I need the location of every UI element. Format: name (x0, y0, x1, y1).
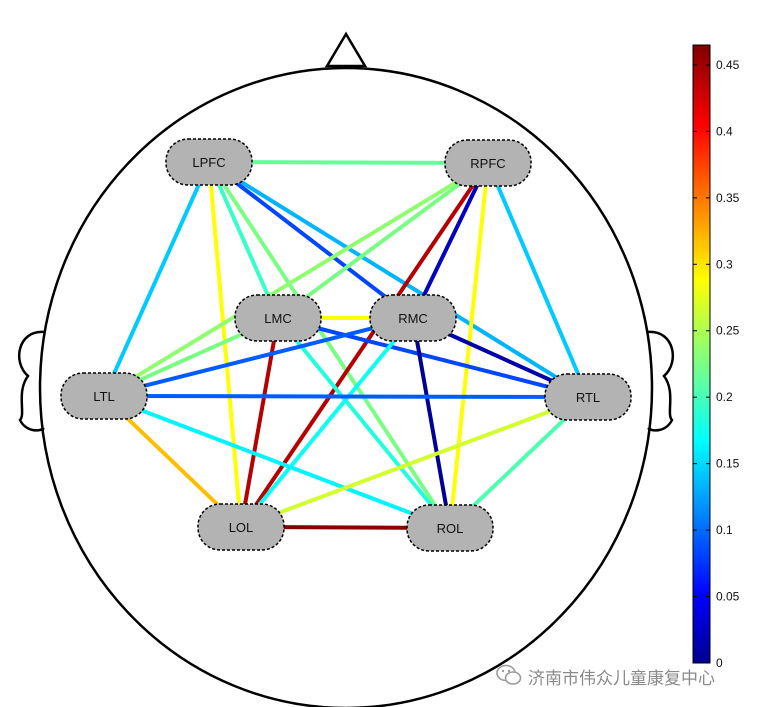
node-lol: LOL (197, 503, 285, 551)
node-ltl: LTL (60, 372, 148, 420)
node-rpfc: RPFC (444, 139, 532, 187)
edge-rmc-ltl (103, 316, 414, 398)
colorbar-tick-label: 0 (716, 656, 723, 670)
edge-lpfc-rtl (207, 160, 590, 399)
node-rol: ROL (406, 504, 494, 552)
node-box (406, 504, 494, 552)
edge-rmc-rol (411, 317, 452, 529)
edge-ltl-rtl (103, 394, 589, 399)
node-box (444, 139, 532, 187)
edge-lpfc-ltl (102, 161, 211, 397)
node-box (234, 294, 322, 342)
edge-lmc-lol (239, 317, 280, 528)
region-nodes: LPFC RPFC LMC RMC LTL RTL LOL ROL (60, 138, 632, 552)
colorbar-tick-label: 0.4 (716, 124, 733, 138)
colorbar: 0 0.05 0.1 0.15 0.2 0.25 0.3 0.35 0.4 0.45 (692, 44, 740, 670)
edge-lpfc-rpfc (208, 160, 489, 165)
node-box (165, 138, 253, 186)
node-label: RPFC (470, 156, 505, 171)
colorbar-tick-label: 0.25 (716, 324, 740, 338)
right-ear-icon (647, 330, 674, 432)
edge-rtl-lol (240, 395, 589, 529)
node-label: RMC (398, 311, 428, 326)
connection-edges (102, 160, 590, 530)
node-rtl: RTL (544, 373, 632, 421)
edge-rpfc-rol (448, 162, 490, 529)
node-label: LMC (264, 311, 291, 326)
edge-lmc-rol (276, 316, 452, 530)
left-ear-icon (18, 330, 45, 432)
node-box (197, 503, 285, 551)
edge-rmc-lol (239, 316, 415, 529)
node-rmc: RMC (369, 294, 457, 342)
colorbar-tick-label: 0.35 (716, 191, 740, 205)
colorbar-tick-label: 0.45 (716, 58, 740, 72)
wechat-icon (496, 664, 522, 685)
node-label: LOL (229, 520, 254, 535)
node-label: LTL (93, 389, 114, 404)
colorbar-tick-label: 0.3 (716, 257, 733, 271)
edge-rpfc-ltl (102, 161, 490, 398)
node-lmc: LMC (234, 294, 322, 342)
edge-lmc-rtl (277, 316, 589, 399)
edge-lpfc-lmc (207, 161, 280, 319)
watermark-text: 济南市伟众儿童康复中心 (528, 669, 715, 689)
edge-rpfc-lol (239, 161, 490, 529)
edge-rpfc-rmc (411, 162, 490, 319)
colorbar-gradient (692, 44, 711, 664)
head-circle (38, 66, 654, 707)
node-box (544, 373, 632, 421)
edge-lpfc-lol (207, 161, 243, 528)
colorbar-tick-label: 0.05 (716, 590, 740, 604)
node-box (60, 372, 148, 420)
colorbar-tick-label: 0.15 (716, 457, 740, 471)
edge-lpfc-rmc (207, 160, 415, 320)
node-lpfc: LPFC (165, 138, 253, 186)
edge-ltl-rol (103, 394, 451, 530)
edge-rpfc-lmc (276, 161, 490, 320)
node-label: RTL (576, 390, 600, 405)
nose-icon (324, 31, 368, 68)
colorbar-ticks: 0 0.05 0.1 0.15 0.2 0.25 0.3 0.35 0.4 0.45 (693, 58, 740, 670)
head-outline (18, 31, 674, 707)
edge-lpfc-rol (207, 160, 452, 530)
colorbar-tick-label: 0.1 (716, 523, 733, 537)
colorbar-tick-label: 0.2 (716, 390, 733, 404)
edge-rpfc-rtl (486, 162, 590, 398)
node-box (369, 294, 457, 342)
node-label: LPFC (192, 155, 225, 170)
node-label: ROL (437, 521, 464, 536)
